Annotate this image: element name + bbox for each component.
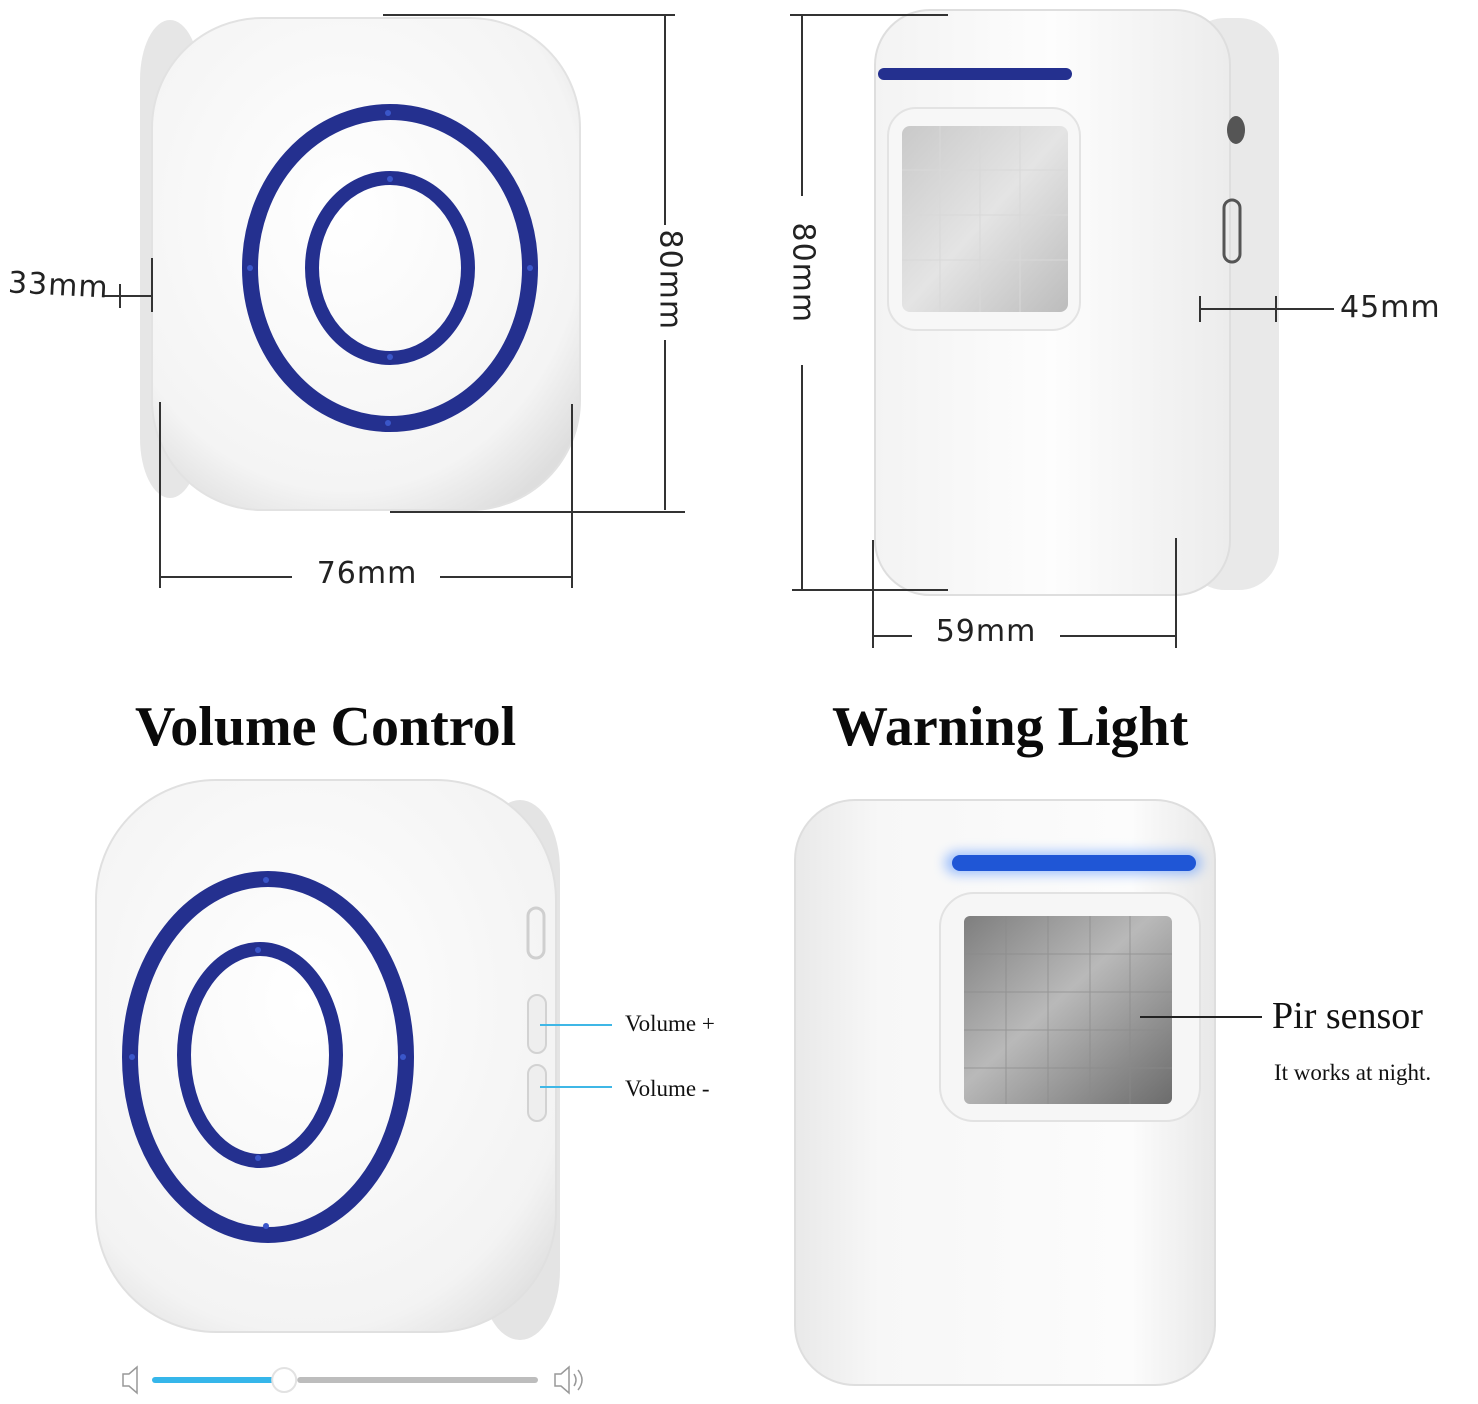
volume-slider-thumb[interactable] <box>271 1367 298 1393</box>
sensor-height-label: 80mm <box>785 222 821 324</box>
warning-light-illustration <box>794 799 1262 1386</box>
volume-control-title: Volume Control <box>135 696 517 758</box>
sensor-dimension-lines <box>790 14 1334 648</box>
pir-sensor-note: It works at night. <box>1274 1060 1432 1085</box>
volume-receiver-body <box>95 779 557 1333</box>
volume-down-label: Volume - <box>625 1076 710 1101</box>
volume-up-label: Volume + <box>625 1011 715 1036</box>
pir-lens <box>964 916 1172 1104</box>
volume-receiver-illustration <box>95 779 612 1340</box>
volume-down-button[interactable] <box>527 1064 547 1122</box>
volume-led-dots <box>129 877 406 1229</box>
volume-slider[interactable] <box>115 1358 595 1402</box>
receiver-height-label: 80mm <box>652 229 688 331</box>
receiver-body <box>151 17 581 511</box>
pir-lens-facets <box>964 916 1172 1104</box>
speaker-loud-icon <box>554 1365 583 1395</box>
sensor-switch-port <box>1227 116 1245 144</box>
power-switch <box>526 906 546 960</box>
sensor-lens-facets <box>902 126 1068 312</box>
receiver-width-label: 76mm <box>316 556 418 591</box>
sensor-lens <box>902 126 1068 312</box>
sensor-light-bar <box>878 68 1072 80</box>
receiver-dimension-drawing <box>104 14 685 588</box>
receiver-dimension-lines <box>104 14 685 588</box>
sensor-width-label: 59mm <box>935 614 1037 649</box>
sensor-dimension-drawing <box>790 9 1334 648</box>
receiver-depth-label: 33mm <box>7 265 110 306</box>
speaker-mute-icon <box>122 1365 138 1395</box>
sensor-depth-label: 45mm <box>1340 290 1441 325</box>
sensor-usb-port <box>1222 198 1242 264</box>
pir-sensor-label: Pir sensor <box>1272 995 1423 1037</box>
led-dots <box>247 110 533 426</box>
warning-light-title: Warning Light <box>832 696 1189 758</box>
warning-light-bar[interactable] <box>952 855 1196 871</box>
